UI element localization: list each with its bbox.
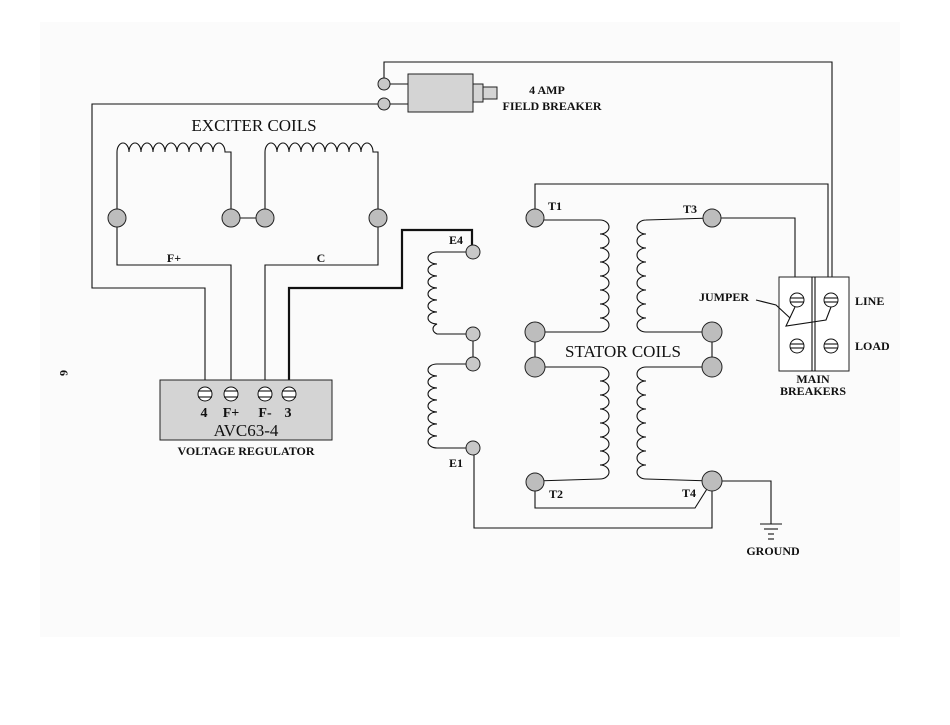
stator-coil-t1 (535, 218, 609, 332)
terminal-e-mid-upper (466, 327, 480, 341)
terminal-stator-left-lower (525, 357, 545, 377)
regulator-caption: VOLTAGE REGULATOR (177, 444, 314, 458)
screw-f-minus (258, 387, 272, 401)
field-breaker-label-1: 4 AMP (529, 83, 565, 97)
main-breakers: JUMPER LINE LOAD MAIN BREAKERS (699, 277, 890, 398)
breaker-screw-line-left (790, 293, 804, 307)
label-t2: T2 (549, 487, 563, 501)
stator-coil-t4 (637, 367, 712, 481)
terminal-t1 (526, 209, 544, 227)
wire-c (265, 218, 378, 390)
field-breaker-body (408, 74, 473, 112)
terminal-exciter-3 (256, 209, 274, 227)
label-t4: T4 (682, 486, 696, 500)
terminal-t3 (703, 209, 721, 227)
wire-breaker-to-reg-4 (92, 104, 384, 390)
terminal-stator-right-upper (702, 322, 722, 342)
field-breaker: 4 AMP FIELD BREAKER (378, 74, 602, 113)
exciter-coils-title: EXCITER COILS (191, 116, 316, 135)
breaker-screw-line-right (824, 293, 838, 307)
label-t1: T1 (548, 199, 562, 213)
field-breaker-neck (473, 84, 483, 102)
ground-symbol: GROUND (746, 524, 800, 558)
label-e4: E4 (449, 233, 463, 247)
reg-terminal-3: 3 (285, 406, 292, 421)
wire-t1-to-breaker (535, 184, 828, 288)
reg-terminal-f-plus: F+ (223, 406, 240, 421)
terminal-t4 (702, 471, 722, 491)
breaker-screw-load-right (824, 339, 838, 353)
stator-coil-t3 (637, 218, 712, 332)
stator-coils: STATOR COILS T1 T3 T2 T4 (535, 199, 712, 501)
stator-coil-t2 (535, 367, 609, 481)
terminal-exciter-4 (369, 209, 387, 227)
page-number: 6 (57, 370, 71, 376)
jumper-label: JUMPER (699, 290, 749, 304)
exciter-coils: EXCITER COILS F+ C (117, 116, 378, 265)
terminal-t2 (526, 473, 544, 491)
terminal-e1 (466, 441, 480, 455)
terminal-stator-right-lower (702, 357, 722, 377)
ground-label: GROUND (746, 544, 800, 558)
exciter-coil-left (117, 143, 231, 218)
reg-terminal-4: 4 (201, 406, 208, 421)
label-f-plus: F+ (167, 251, 181, 265)
exciter-coil-right (265, 143, 378, 218)
voltage-regulator: 4 F+ F- 3 AVC63-4 VOLTAGE REGULATOR (160, 380, 332, 458)
exciter-winding-lower (428, 364, 473, 448)
load-label: LOAD (855, 339, 890, 353)
exciter-winding: E4 E1 (428, 233, 473, 470)
label-c: C (317, 251, 326, 265)
wire-e1-to-t4 (474, 448, 712, 528)
regulator-model: AVC63-4 (214, 421, 279, 440)
main-breakers-caption-2: BREAKERS (780, 384, 846, 398)
reg-terminal-f-minus: F- (258, 406, 272, 421)
wire-f-plus (117, 218, 231, 390)
terminal-e-mid-lower (466, 357, 480, 371)
breaker-screw-load-left (790, 339, 804, 353)
field-breaker-terminal-bottom (378, 98, 390, 110)
exciter-winding-upper (428, 252, 473, 334)
label-e1: E1 (449, 456, 463, 470)
screw-f-plus (224, 387, 238, 401)
field-breaker-label-2: FIELD BREAKER (502, 99, 601, 113)
stator-coils-title: STATOR COILS (565, 342, 681, 361)
terminal-stator-left-upper (525, 322, 545, 342)
screw-4 (198, 387, 212, 401)
main-breakers-body (779, 277, 849, 371)
terminal-e4 (466, 245, 480, 259)
line-label: LINE (855, 294, 884, 308)
label-t3: T3 (683, 202, 697, 216)
terminal-exciter-2 (222, 209, 240, 227)
wire-t4-to-ground (712, 481, 771, 524)
field-breaker-terminal-top (378, 78, 390, 90)
field-breaker-button (483, 87, 497, 99)
terminal-exciter-1 (108, 209, 126, 227)
screw-3 (282, 387, 296, 401)
